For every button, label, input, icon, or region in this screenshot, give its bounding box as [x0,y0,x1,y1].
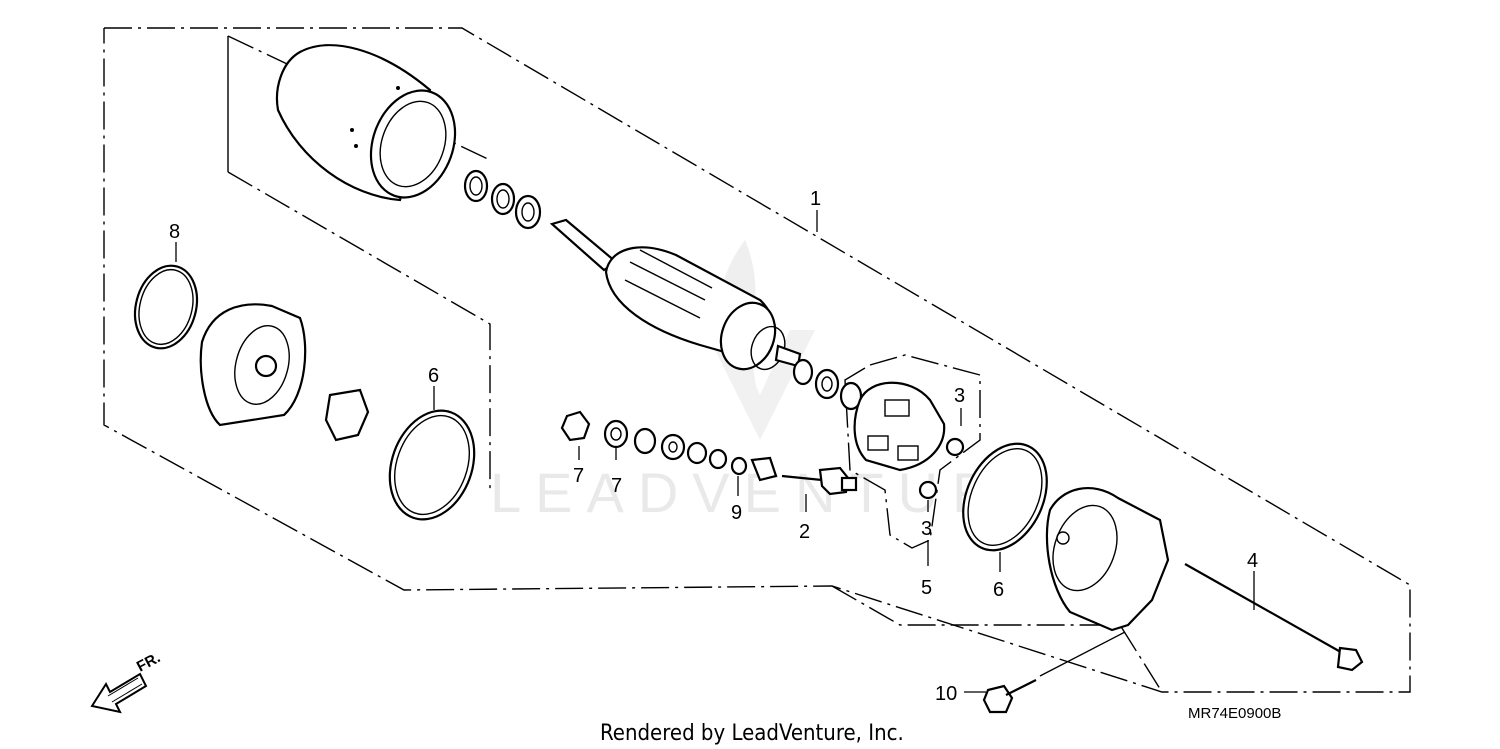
callout-9: 9 [731,502,742,524]
callout-3-upper: 3 [954,385,965,407]
lock-plate [324,388,370,442]
front-direction-arrow: FR. [90,649,163,714]
callout-6-left: 6 [428,365,439,387]
shim-washers [463,169,542,230]
o-ring-6-right [962,442,1048,552]
yoke-housing [275,44,457,202]
callout-7-left: 7 [573,465,584,487]
housing-bracket-lower [227,171,491,492]
o-ring-8 [133,264,199,350]
flange-bolt [982,679,1037,714]
brush-holder [853,381,965,500]
callout-2: 2 [799,521,810,543]
diagram-code: MR74E0900B [1188,705,1281,722]
armature-washers [792,358,863,411]
callout-6-right: 6 [993,579,1004,601]
armature [549,218,802,371]
assembly-outline [103,27,1411,693]
o-ring-6-left [388,409,476,521]
callout-4: 4 [1247,550,1258,572]
front-cover [199,303,307,427]
callout-1: 1 [810,188,821,210]
callout-7-right: 7 [611,475,622,497]
callout-8: 8 [169,221,180,243]
direction-label: FR. [134,649,163,675]
rear-cover [1045,487,1170,632]
leader-lines [175,210,1255,693]
callout-3-lower: 3 [921,518,932,540]
assembly-outline-lower [831,585,1163,693]
callout-5: 5 [921,577,932,599]
callout-10: 10 [935,683,957,705]
brush-holder-outline [844,354,981,549]
long-bolt [1184,563,1364,672]
credit-text: Rendered by LeadVenture, Inc. [600,721,904,746]
terminal-hardware [560,410,778,482]
terminal-bolt [781,466,858,496]
